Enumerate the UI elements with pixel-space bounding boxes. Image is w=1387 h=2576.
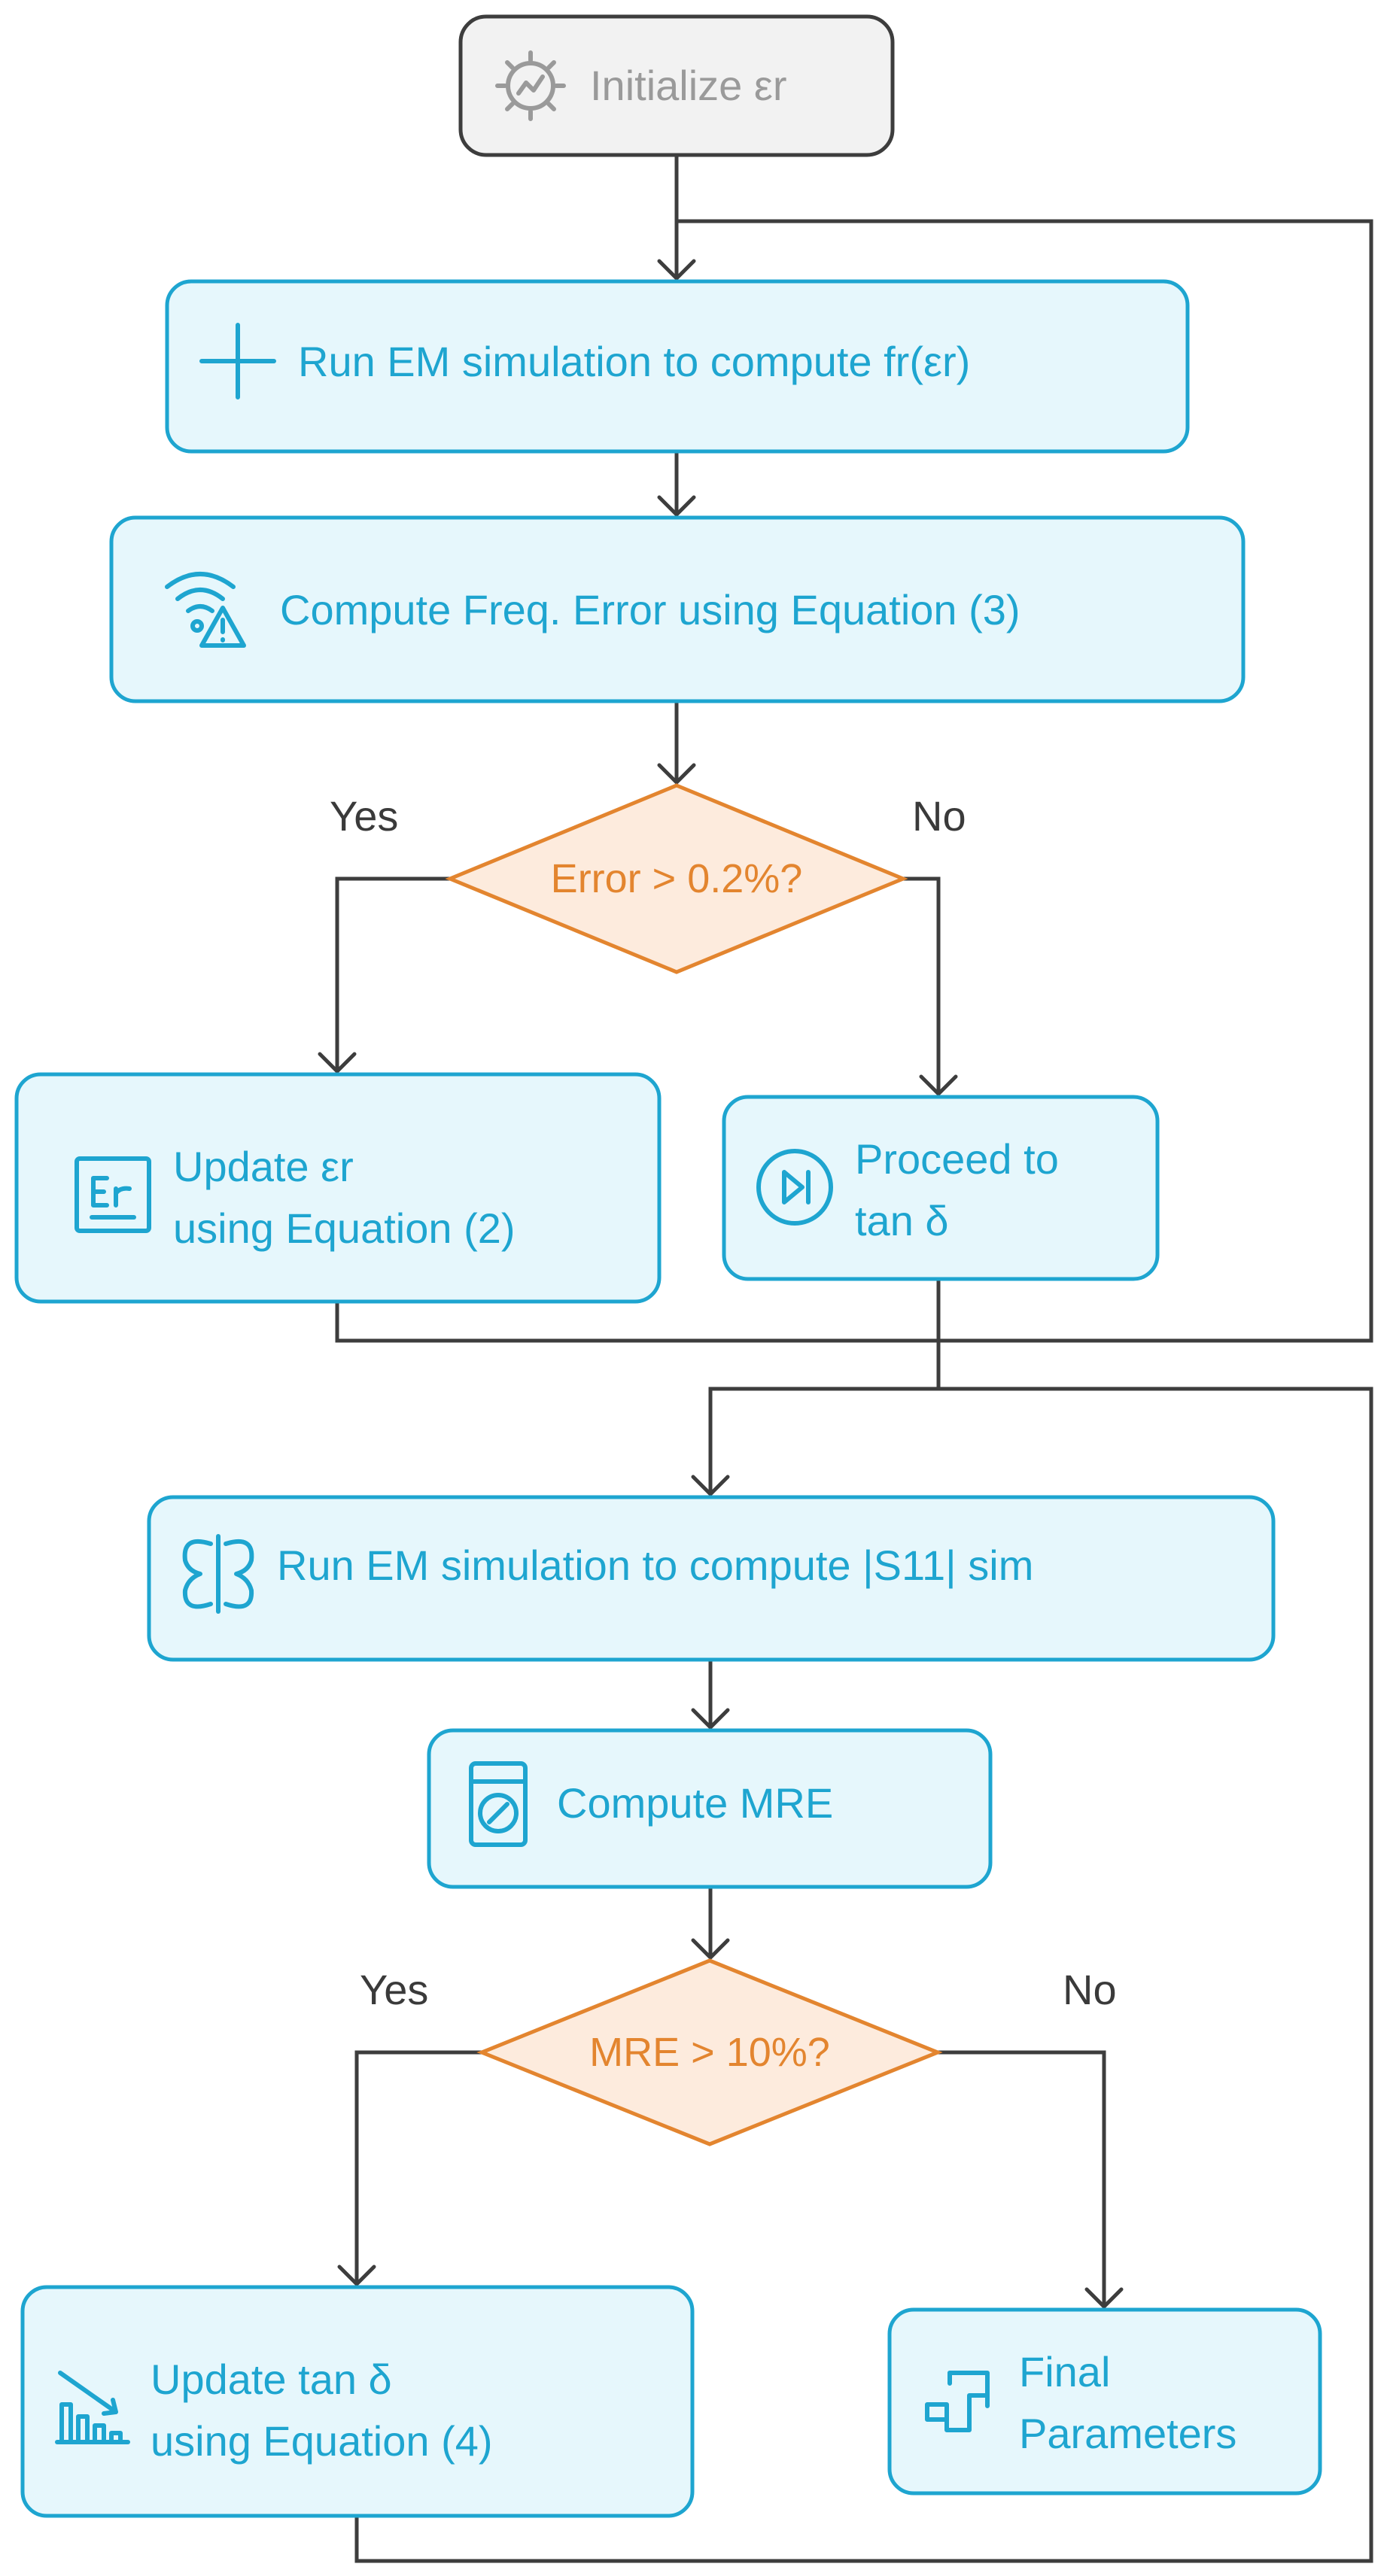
node-freq-error-label: Compute Freq. Error using Equation (3) — [280, 586, 1020, 633]
node-run-em-s11-label: Run EM simulation to compute |S11| sim — [277, 1542, 1033, 1589]
arrowhead — [337, 2265, 376, 2286]
node-final: Final Parameters — [887, 2307, 1322, 2496]
decision-error-label: Error > 0.2%? — [551, 856, 803, 901]
branch-mre-yes: Yes — [360, 1966, 428, 2013]
decision-mre: MRE > 10%? — [476, 1958, 943, 2146]
node-freq-error: Compute Freq. Error using Equation (3) — [109, 515, 1246, 703]
gear-chart-icon — [495, 50, 566, 121]
edges — [318, 156, 1373, 2563]
edge-error-yes — [335, 876, 450, 1071]
edge-mre-yes — [354, 2050, 482, 2284]
node-update-er-line2: using Equation (2) — [173, 1204, 516, 1252]
node-update-er: Update εr using Equation (2) — [14, 1072, 662, 1304]
arrowhead — [691, 1708, 730, 1730]
node-update-er-box — [14, 1072, 662, 1304]
arrowhead — [657, 763, 696, 785]
node-final-line2: Parameters — [1019, 2410, 1236, 2457]
edge-mre-no — [938, 2050, 1106, 2307]
node-run-em-fr-box — [165, 279, 1190, 454]
arrowhead — [1084, 2287, 1124, 2309]
node-update-tan-line2: using Equation (4) — [151, 2417, 493, 2465]
node-run-em-fr-label: Run EM simulation to compute fr(εr) — [298, 338, 970, 385]
plus-icon — [199, 323, 276, 399]
arrowhead — [318, 1052, 357, 1074]
washing-machine-icon — [469, 1761, 528, 1847]
node-proceed: Proceed to tan δ — [722, 1095, 1160, 1281]
edge-loop-er — [335, 219, 1373, 1343]
node-compute-mre-box — [427, 1728, 993, 1889]
branch-error-yes: Yes — [330, 792, 398, 840]
er-box-icon — [75, 1156, 151, 1233]
decision-error: Error > 0.2%? — [445, 783, 908, 974]
node-update-tan-line1: Update tan δ — [151, 2356, 392, 2403]
butterfly-icon — [182, 1534, 254, 1614]
edge-proceed-to-run-em-s11 — [708, 1279, 941, 1494]
node-compute-mre-label: Compute MRE — [557, 1779, 833, 1827]
branch-mre-no: No — [1063, 1966, 1117, 2013]
node-proceed-box — [722, 1095, 1160, 1281]
node-update-tan-box — [20, 2285, 695, 2518]
node-proceed-line2: tan δ — [855, 1197, 949, 1244]
branch-error-no: No — [912, 792, 966, 840]
node-final-box — [887, 2307, 1322, 2496]
skip-forward-icon — [756, 1149, 833, 1226]
node-update-tan: Update tan δ using Equation (4) — [20, 2285, 695, 2518]
node-freq-error-box — [109, 515, 1246, 703]
node-run-em-s11-box — [147, 1495, 1276, 1662]
pipe-icon — [925, 2371, 990, 2432]
node-compute-mre: Compute MRE — [427, 1728, 993, 1889]
node-initialize-box — [458, 14, 895, 157]
arrowhead — [657, 259, 696, 281]
arrowhead — [919, 1074, 958, 1096]
arrowhead — [691, 1938, 730, 1960]
node-initialize: Initialize εr — [458, 14, 895, 157]
node-final-line1: Final — [1019, 2348, 1110, 2395]
decision-error-diamond — [445, 783, 908, 974]
decision-mre-label: MRE > 10%? — [589, 2030, 830, 2075]
edge-loop-tan — [354, 1387, 1373, 2563]
node-initialize-label: Initialize εr — [590, 62, 787, 109]
decision-mre-diamond — [476, 1958, 943, 2146]
arrowhead — [657, 495, 696, 517]
node-proceed-line1: Proceed to — [855, 1135, 1059, 1183]
arrowhead — [691, 1475, 730, 1496]
node-run-em-s11: Run EM simulation to compute |S11| sim — [147, 1495, 1276, 1662]
node-update-er-line1: Update εr — [173, 1143, 354, 1190]
bar-chart-down-icon — [55, 2371, 130, 2444]
edge-error-no — [903, 876, 941, 1094]
node-run-em-fr: Run EM simulation to compute fr(εr) — [165, 279, 1190, 454]
wifi-warning-icon — [165, 572, 246, 648]
